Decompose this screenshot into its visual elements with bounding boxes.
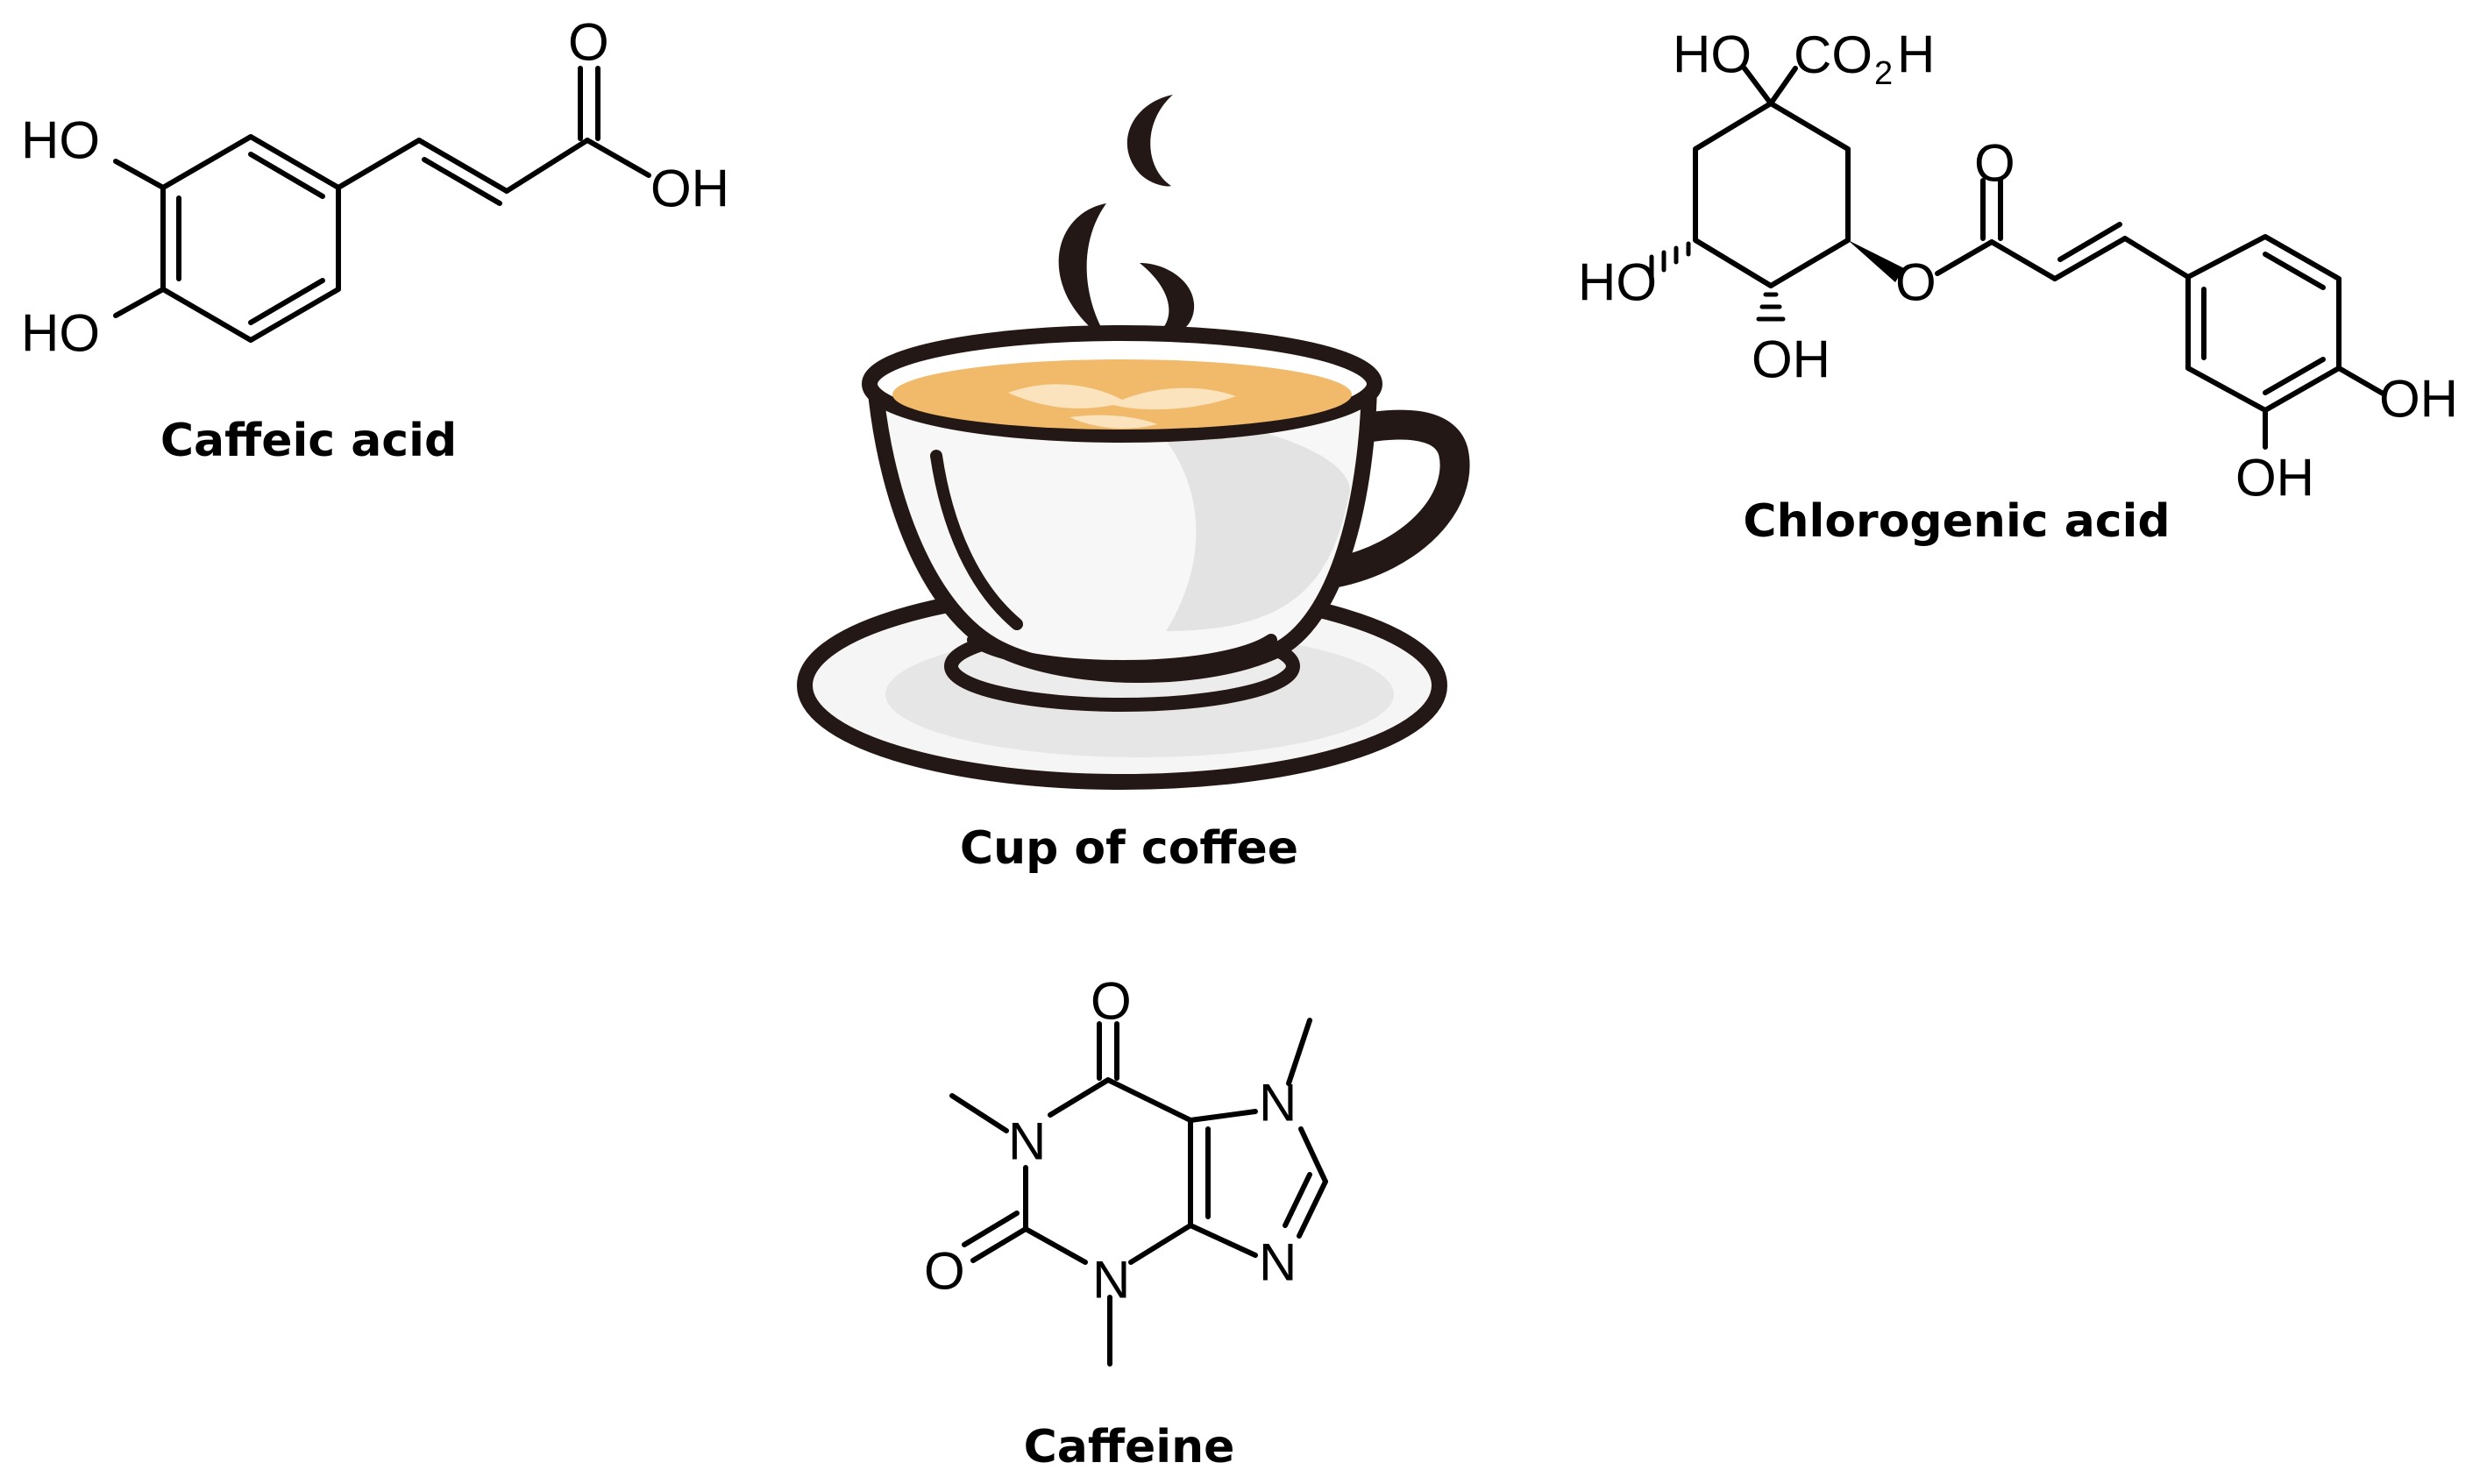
caffeine-label-n3: N	[1092, 1251, 1130, 1310]
hashed-bond-oh-bottom	[1756, 292, 1786, 322]
chlorogenic-acid-label-co2h-subscript: 2	[1874, 55, 1893, 92]
chlorogenic-acid-caption: Chlorogenic acid	[1743, 495, 2170, 548]
caffeic-acid-structure: HO HO O OH Caffeic acid	[21, 13, 729, 468]
chlorogenic-acid-label-ester-oxo: O	[1974, 134, 2015, 193]
latte-art	[1008, 384, 1236, 410]
wedge-bond	[1848, 240, 1904, 282]
cup-handle-inner	[1337, 442, 1434, 555]
cup-of-coffee-caption: Cup of coffee	[960, 822, 1298, 875]
caffeic-acid-label-oxo: O	[568, 13, 609, 72]
coffee-surface	[892, 359, 1352, 430]
chlorogenic-acid-label-oh-bottom: OH	[1752, 330, 1830, 389]
steam-top	[1126, 95, 1173, 187]
chlorogenic-acid-structure: HO CO 2 H HO OH O O OH OH Chlorogenic ac…	[1578, 25, 2458, 549]
caffeic-acid-label-ho-top: HO	[21, 111, 100, 170]
chlorogenic-acid-label-ester-o: O	[1895, 253, 1936, 312]
caffeine-label-n1: N	[1008, 1112, 1046, 1171]
caffeine-label-n9: N	[1259, 1233, 1297, 1292]
chlorogenic-acid-label-co2h-h: H	[1897, 25, 1935, 84]
caffeic-acid-label-oh: OH	[650, 160, 729, 218]
cup-shade	[1140, 412, 1350, 631]
caffeic-acid-label-ho-bottom: HO	[21, 304, 100, 363]
chlorogenic-acid-label-ho-left: HO	[1578, 253, 1657, 312]
caffeine-caption: Caffeine	[1024, 1421, 1235, 1473]
hashed-bond-ho-left	[1649, 241, 1691, 280]
caffeine-label-oxo-left: O	[924, 1242, 965, 1301]
caffeic-acid-bonds	[113, 66, 651, 343]
chlorogenic-acid-label-ho-top: HO	[1673, 25, 1752, 84]
latte-art-small	[1070, 415, 1157, 429]
cup-highlight-stroke	[930, 450, 1023, 630]
caffeine-label-oxo-top: O	[1091, 972, 1132, 1031]
caffeine-label-n7: N	[1259, 1074, 1297, 1133]
coffee-cup-icon	[797, 95, 1470, 790]
chlorogenic-acid-label-co2h: CO	[1794, 25, 1873, 84]
steam-middle	[1058, 203, 1110, 342]
caffeine-bonds	[949, 1018, 1328, 1367]
chlorogenic-acid-label-oh-right: OH	[2379, 370, 2458, 429]
caffeine-structure: O N N N N O Caffeine	[924, 972, 1328, 1473]
caffeic-acid-caption: Caffeic acid	[160, 415, 457, 467]
chlorogenic-acid-bonds	[1649, 66, 2387, 450]
cup-foot	[967, 634, 1277, 672]
steam-right	[1140, 263, 1195, 337]
chlorogenic-acid-label-oh-ring-bottom: OH	[2235, 449, 2314, 508]
cup-handle	[1318, 409, 1470, 588]
